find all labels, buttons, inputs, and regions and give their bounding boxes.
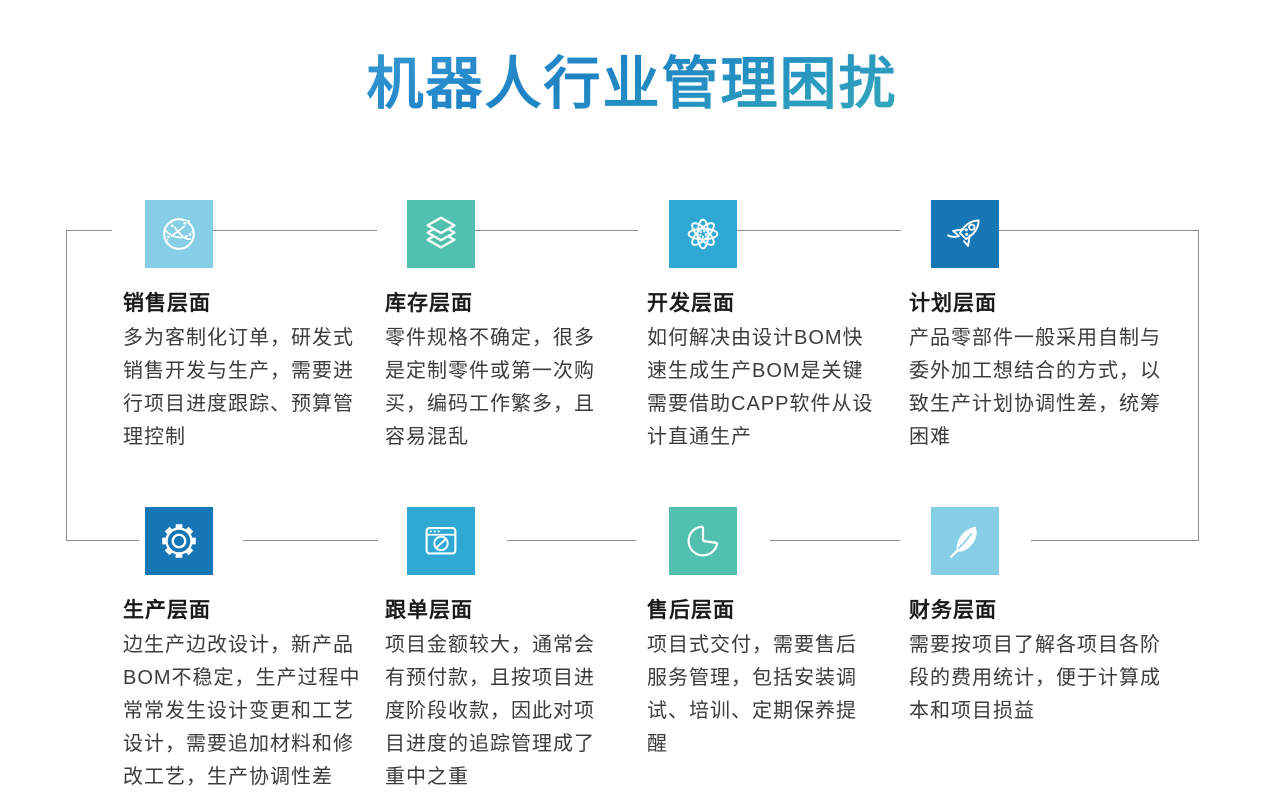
icon-tile (407, 507, 475, 575)
connector-line (66, 230, 112, 231)
icon-tile (145, 507, 213, 575)
icon-tile (669, 200, 737, 268)
layers-icon (426, 216, 456, 249)
browser-compass-icon (425, 527, 457, 555)
card-order-tracking: 跟单层面 项目金额较大，通常会 有预付款，且按项目进 度阶段收款，因此对项 目进… (385, 507, 645, 794)
card-body: 多为客制化订单，研发式 销售开发与生产，需要进 行项目进度跟踪、预算管 理控制 (123, 327, 354, 448)
card-title: 生产层面 (123, 599, 211, 622)
card-body: 如何解决由设计BOM快 速生成生产BOM是关键 需要借助CAPP软件从设 计直通… (647, 327, 874, 448)
card-after-sales: 售后层面 项目式交付，需要售后 服务管理，包括安装调 试、培训、定期保养提 醒 (647, 507, 907, 761)
globe-network-icon (163, 218, 195, 250)
rocket-icon (947, 219, 980, 247)
connector-line (737, 230, 901, 231)
connector-line (66, 540, 139, 541)
icon-tile (407, 200, 475, 268)
connector-line (243, 540, 378, 541)
connector-line (1031, 540, 1198, 541)
card-title: 售后层面 (647, 599, 735, 622)
connector-line (213, 230, 377, 231)
connector-line (507, 540, 636, 541)
connector-bracket-left (66, 230, 67, 541)
connector-line (475, 230, 638, 231)
gear-icon (162, 524, 196, 558)
icon-tile (145, 200, 213, 268)
icon-tile (931, 200, 999, 268)
card-body: 项目金额较大，通常会 有预付款，且按项目进 度阶段收款，因此对项 目进度的追踪管… (385, 634, 595, 788)
card-body: 零件规格不确定，很多 是定制零件或第一次购 买，编码工作繁多，且 容易混乱 (385, 327, 595, 448)
card-title: 开发层面 (647, 292, 735, 315)
card-title: 财务层面 (909, 599, 997, 622)
connector-line (770, 540, 900, 541)
atom-icon (687, 218, 719, 250)
card-body: 项目式交付，需要售后 服务管理，包括安装调 试、培训、定期保养提 醒 (647, 634, 857, 755)
card-title: 库存层面 (385, 292, 473, 315)
card-body: 边生产边改设计，新产品 BOM不稳定，生产过程中 常常发生设计变更和工艺 设计，… (123, 634, 361, 788)
pie-chart-icon (687, 525, 719, 557)
icon-tile (669, 507, 737, 575)
connector-bracket-right (1198, 230, 1199, 541)
card-planning: 计划层面 产品零部件一般采用自制与 委外加工想结合的方式，以 致生产计划协调性差… (909, 200, 1169, 454)
feather-icon (949, 526, 977, 558)
card-title: 跟单层面 (385, 599, 473, 622)
card-title: 计划层面 (909, 292, 997, 315)
card-development: 开发层面 如何解决由设计BOM快 速生成生产BOM是关键 需要借助CAPP软件从… (647, 200, 907, 454)
card-body: 需要按项目了解各项目各阶 段的费用统计，便于计算成 本和项目损益 (909, 634, 1161, 722)
card-sales: 销售层面 多为客制化订单，研发式 销售开发与生产，需要进 行项目进度跟踪、预算管… (123, 200, 383, 454)
page-title: 机器人行业管理困扰 (0, 38, 1264, 120)
card-title: 销售层面 (123, 292, 211, 315)
card-body: 产品零部件一般采用自制与 委外加工想结合的方式，以 致生产计划协调性差，统筹 困… (909, 327, 1161, 448)
card-production: 生产层面 边生产边改设计，新产品 BOM不稳定，生产过程中 常常发生设计变更和工… (123, 507, 383, 794)
card-finance: 财务层面 需要按项目了解各项目各阶 段的费用统计，便于计算成 本和项目损益 (909, 507, 1169, 728)
icon-tile (931, 507, 999, 575)
card-inventory: 库存层面 零件规格不确定，很多 是定制零件或第一次购 买，编码工作繁多，且 容易… (385, 200, 645, 454)
connector-line (998, 230, 1198, 231)
